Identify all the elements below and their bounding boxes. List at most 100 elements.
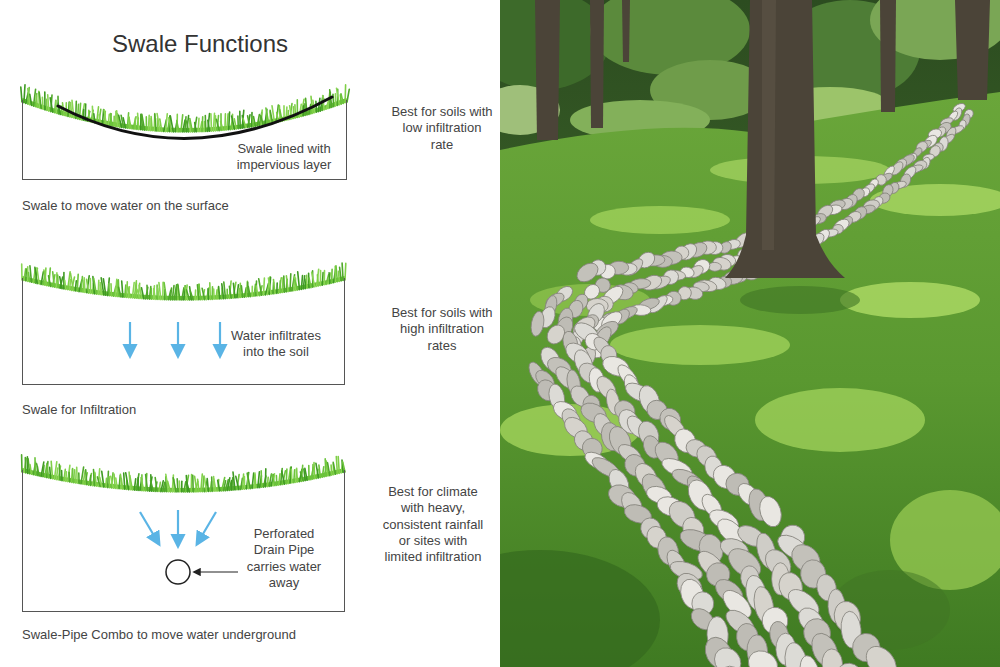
grass-blade: [43, 465, 44, 477]
grass-blade: [45, 268, 46, 285]
grass-blade: [272, 106, 275, 123]
grass-blade: [102, 471, 104, 487]
grass-blade: [122, 281, 123, 297]
diagram-title: Swale Functions: [0, 30, 400, 59]
side-note: Best for soils with high infiltration ra…: [388, 305, 496, 354]
grass-blade: [148, 115, 150, 130]
grass-blade: [254, 473, 255, 488]
grass-blade: [120, 474, 123, 489]
grass-blade: [247, 473, 250, 488]
grass-blade: [55, 101, 57, 114]
dry-creek-photo: [500, 0, 1000, 667]
grass-blade: [234, 119, 236, 129]
grass-blade: [50, 98, 53, 112]
grass-blade: [24, 458, 26, 473]
grass-blade: [68, 102, 69, 117]
grass-blade: [170, 116, 173, 132]
grass-blade: [282, 471, 285, 484]
grass-blade: [228, 112, 231, 130]
grass-blade: [258, 472, 260, 488]
grass-blade: [295, 280, 298, 290]
grass-blade: [328, 273, 331, 284]
grass-blade: [211, 287, 213, 300]
grass-blade: [192, 475, 194, 492]
grass-blade: [54, 462, 56, 480]
grass-blade: [146, 285, 148, 299]
grass-blade: [159, 283, 161, 300]
grass-blade: [107, 471, 109, 487]
grass-blade: [265, 469, 267, 487]
grass-blade: [251, 286, 253, 296]
grass-blade: [155, 114, 156, 131]
grass-blade: [90, 476, 92, 486]
grass-blade: [251, 113, 253, 127]
grass-blade: [312, 272, 315, 286]
grass-blade: [108, 477, 110, 488]
grass-blade: [233, 283, 235, 298]
grass-blade: [291, 469, 293, 483]
grass-blade: [138, 113, 139, 129]
panel-caption: Swale for Infiltration: [22, 402, 372, 418]
grass-blade: [134, 118, 136, 129]
grass-blade: [216, 290, 217, 299]
grass-blade: [254, 475, 256, 488]
grass-blade: [301, 99, 304, 116]
grass-blade: [337, 88, 340, 105]
grass-blade: [83, 278, 85, 293]
grass-blade: [142, 288, 144, 299]
grass-blade: [94, 278, 97, 294]
grass-blade: [276, 476, 278, 486]
grass-blade: [179, 481, 181, 492]
grass-blade: [213, 289, 215, 299]
grass-blade: [237, 116, 239, 129]
grass-blade: [142, 114, 145, 130]
grass-blade: [108, 284, 111, 296]
grass-blade: [97, 107, 99, 123]
grass-blade: [37, 268, 39, 284]
grass-blade: [211, 477, 213, 491]
grass-blade: [248, 115, 250, 128]
soil-section: Water infiltrates into the soil: [22, 278, 345, 385]
grass-blade: [279, 278, 282, 293]
grass-blade: [296, 469, 297, 482]
grass-blade: [166, 114, 168, 132]
panel-label: Perforated Drain Pipe carries water away: [244, 526, 324, 591]
grass-blade: [186, 475, 189, 492]
grass-blade: [55, 273, 57, 288]
grass-blade: [68, 272, 70, 290]
grass-blade: [255, 281, 257, 296]
grass-blade: [187, 290, 190, 300]
grass-blade: [74, 470, 76, 483]
pointer-arrow: [194, 571, 238, 572]
grass-blade: [199, 284, 201, 300]
tree-trunks: [535, 0, 990, 278]
grass-blade: [210, 114, 212, 131]
grass-blade: [146, 474, 147, 491]
grass-blade: [111, 114, 113, 126]
drain-pipe: [166, 560, 190, 584]
grass-blade: [112, 473, 114, 488]
grass-blade: [104, 110, 106, 125]
river-rock: [756, 494, 785, 530]
grass-blade: [55, 100, 56, 113]
grass-blade: [306, 98, 307, 115]
grass-blade: [256, 286, 257, 296]
grass-blade: [219, 287, 220, 300]
grass-blade: [201, 117, 203, 132]
grass-blade: [65, 472, 67, 482]
grass-blade: [274, 280, 275, 294]
river-rock: [709, 642, 746, 667]
panel-caption: Swale to move water on the surface: [22, 198, 372, 214]
grass-blade: [146, 475, 148, 492]
grass-blade: [28, 459, 30, 474]
grass-blade: [181, 481, 183, 492]
grass-blade: [57, 275, 59, 288]
grass-blade: [162, 282, 164, 300]
grass-blade: [35, 94, 36, 107]
grass-blade: [313, 463, 315, 479]
grass-blade: [209, 283, 211, 300]
grass-blade: [100, 477, 102, 487]
grass-blade: [248, 287, 250, 297]
grass-blade: [248, 116, 250, 127]
grass-blade: [119, 476, 120, 489]
